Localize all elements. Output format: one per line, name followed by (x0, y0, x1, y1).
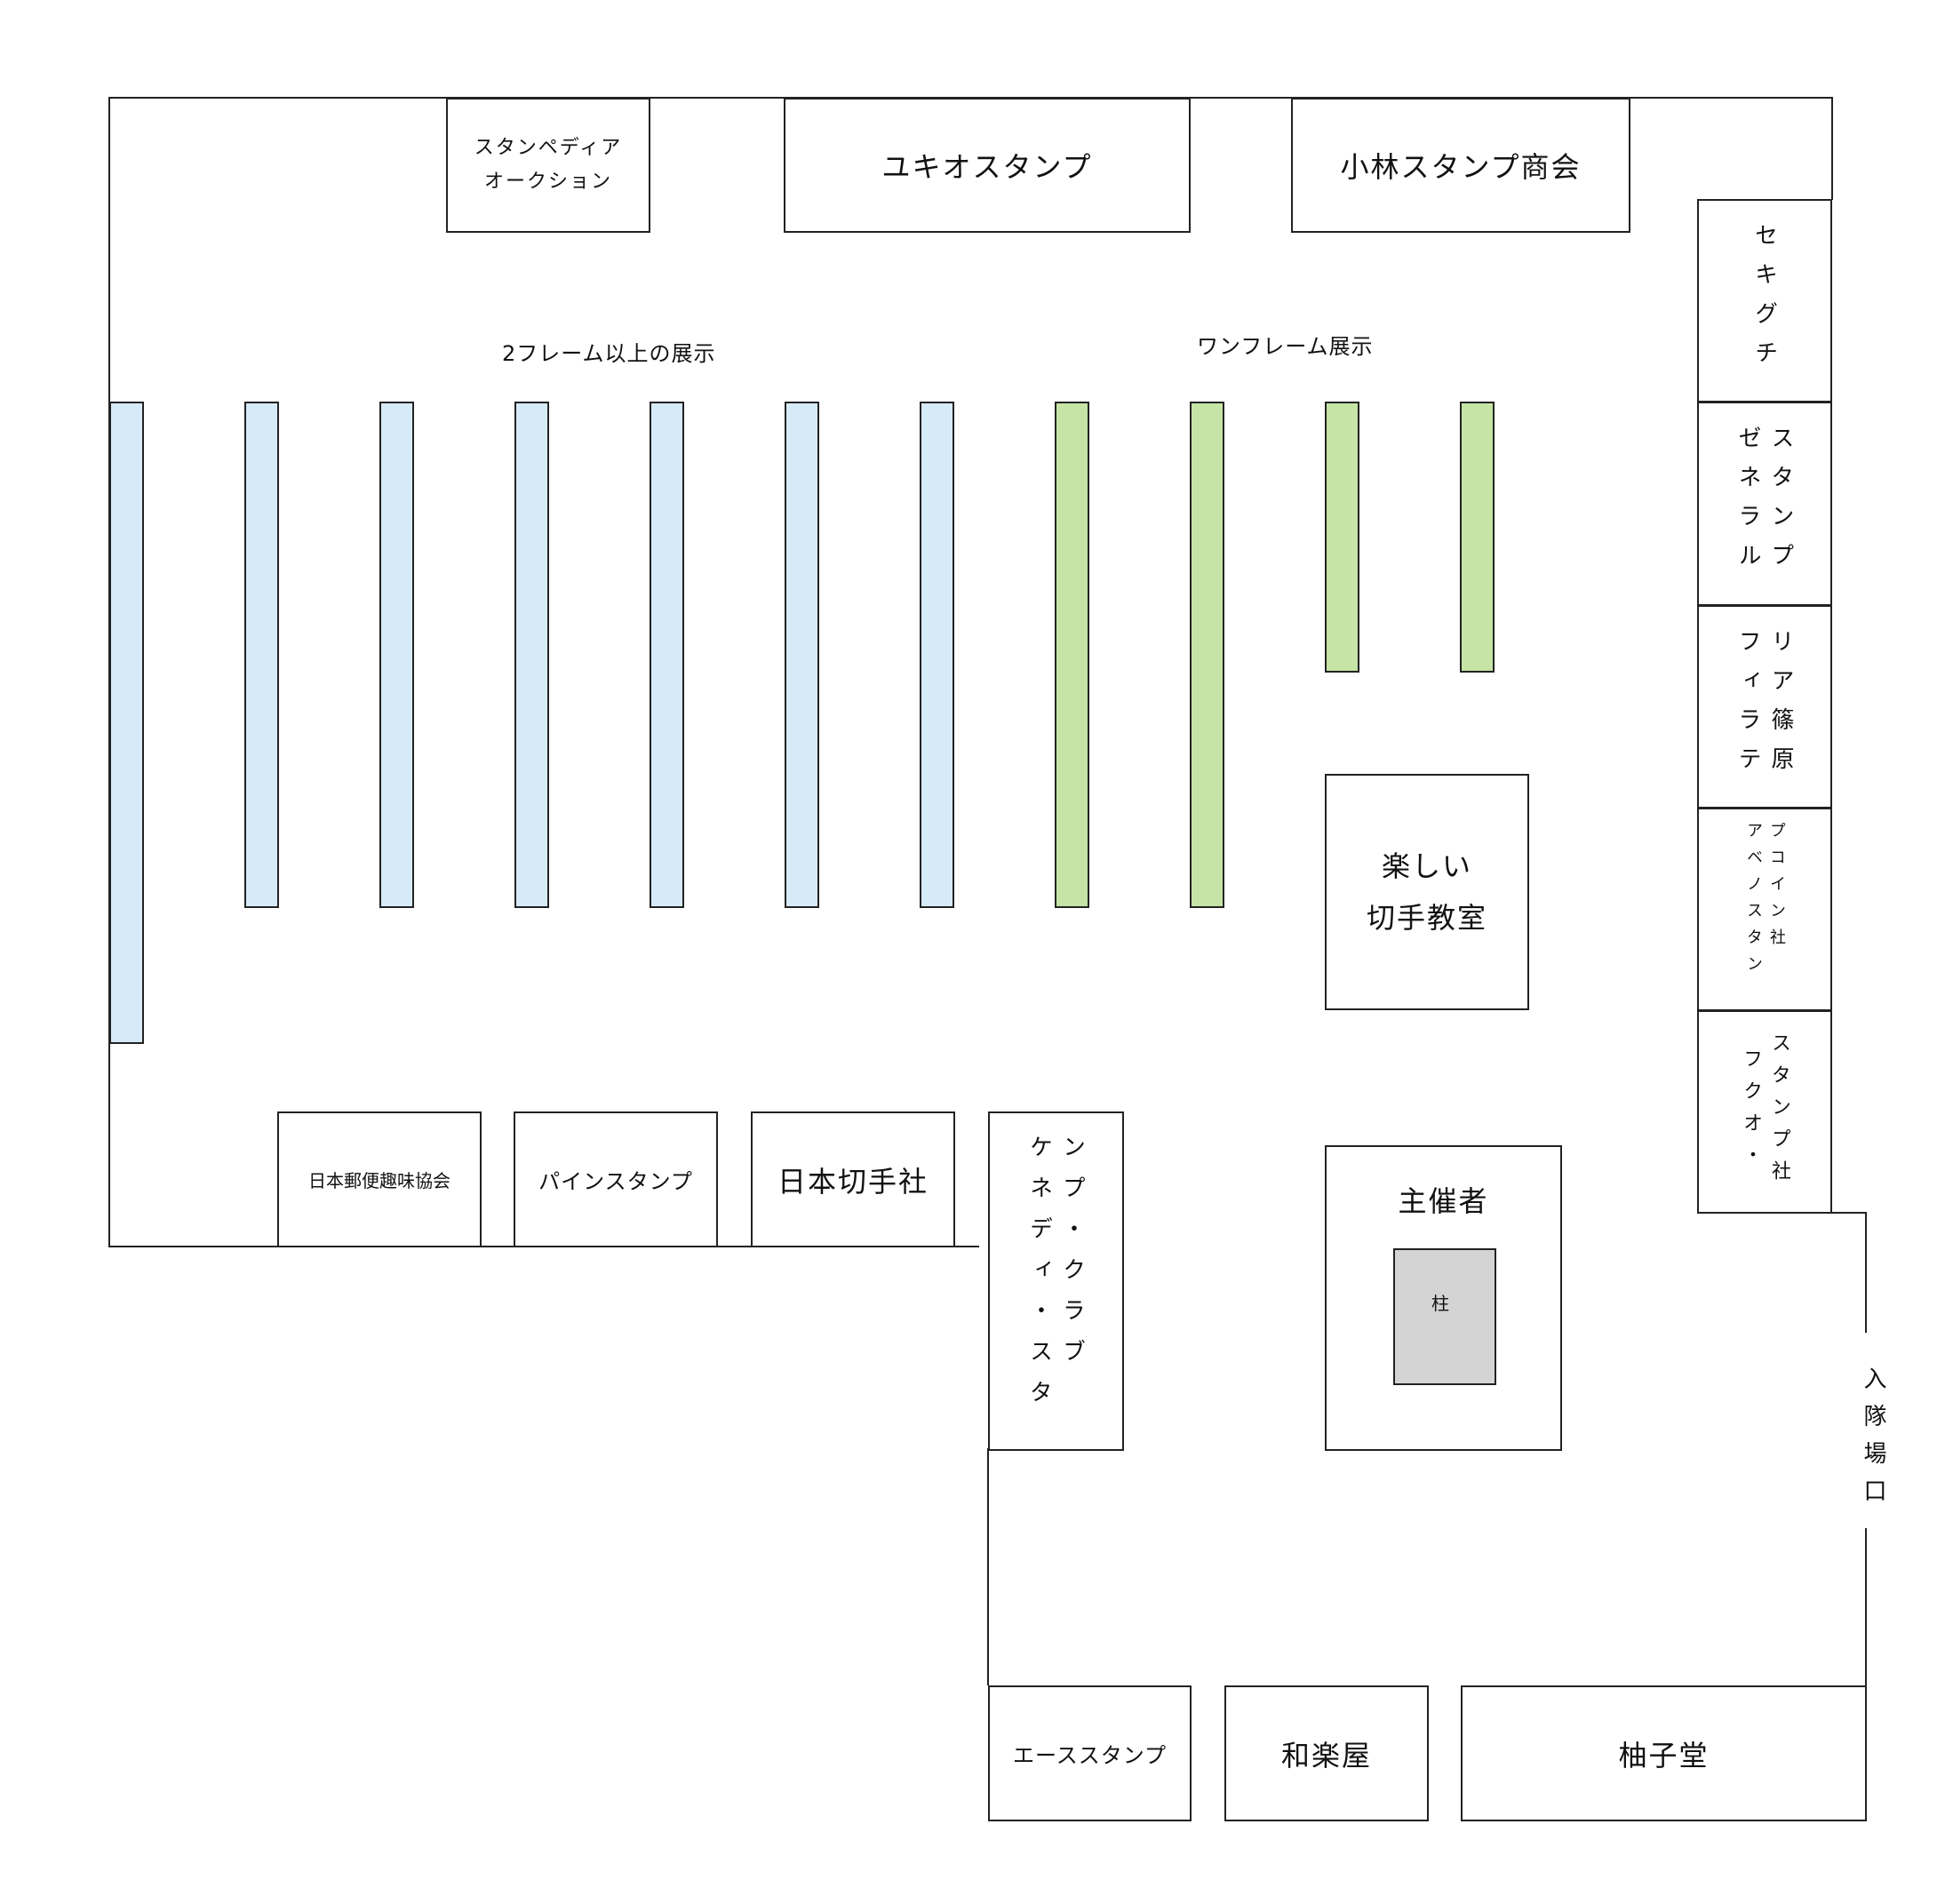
booth-wagakuya[interactable]: 和楽屋 (1224, 1685, 1429, 1821)
booth-kennedy-stamp-club[interactable]: ケネディ・スタ ンプ・クラブ (988, 1111, 1124, 1451)
booth-label: オークション (483, 171, 612, 193)
booth-label: スタンペディア (474, 137, 623, 159)
one-frame-panel (1460, 402, 1495, 673)
booth-label: アベノスタン (1744, 822, 1763, 982)
booth-label: パインスタンプ (538, 1169, 693, 1194)
booth-label: エーススタンプ (1012, 1743, 1168, 1768)
booth-philatelia[interactable]: フィラテ リア篠原 (1697, 605, 1832, 809)
booth-label: 柚子堂 (1618, 1738, 1710, 1773)
inner-wall (1832, 1212, 1867, 1333)
one-frame-panel (1055, 402, 1089, 908)
booth-pine-stamp[interactable]: パインスタンプ (514, 1111, 718, 1247)
booth-label: 日本郵便趣味協会 (308, 1170, 450, 1191)
booth-yuzudo[interactable]: 柚子堂 (1461, 1685, 1867, 1821)
one-frame-panel (1325, 402, 1359, 673)
booth-fukuo[interactable]: フクオ・ スタンプ社 (1697, 1010, 1832, 1214)
booth-abeno[interactable]: アベノスタン プコイン社 (1697, 808, 1832, 1011)
booth-yukio-stamp[interactable]: ユキオスタンプ (784, 98, 1191, 233)
one-frame-caption: ワンフレーム展示 (1197, 334, 1374, 359)
booth-nihon-kitte[interactable]: 日本切手社 (751, 1111, 955, 1247)
booth-ace-stamp[interactable]: エーススタンプ (988, 1685, 1192, 1821)
multi-frame-panel (920, 402, 954, 908)
booth-label: セキグチ (1750, 222, 1778, 379)
outer-wall (108, 97, 1833, 1247)
booth-label: スタンプ (1767, 426, 1794, 582)
booth-general-stamp[interactable]: ゼネラル スタンプ (1697, 402, 1832, 606)
multi-frame-caption: 2フレーム以上の展示 (502, 341, 716, 366)
pillar-label: 柱 (1431, 1293, 1451, 1314)
booth-label: ンプ・クラブ (1058, 1135, 1086, 1380)
multi-frame-panel (514, 402, 549, 908)
booth-stampedia-auction[interactable]: スタンペディア オークション (446, 98, 650, 233)
booth-label: ユキオスタンプ (881, 150, 1093, 184)
booth-label: 小林スタンプ商会 (1340, 150, 1582, 184)
booth-label: リア篠原 (1767, 628, 1794, 785)
multi-frame-panel (650, 402, 684, 908)
one-frame-panel (1190, 402, 1224, 908)
booth-stamp-class[interactable]: 楽しい 切手教室 (1325, 774, 1529, 1010)
booth-label: フィラテ (1734, 628, 1761, 785)
entrance-label: 入隊場口 (1860, 1366, 1886, 1516)
multi-frame-panel (785, 402, 819, 908)
booth-organizer[interactable]: 主催者 柱 (1325, 1145, 1562, 1451)
booth-label: 主催者 (1398, 1184, 1489, 1218)
booth-label: 楽しい (1381, 849, 1472, 883)
booth-label: フクオ・ (1740, 1048, 1762, 1176)
pillar: 柱 (1393, 1248, 1496, 1385)
booth-kobayashi[interactable]: 小林スタンプ商会 (1291, 98, 1630, 233)
booth-japan-philatelic-society[interactable]: 日本郵便趣味協会 (277, 1111, 482, 1247)
booth-label: 日本切手社 (777, 1164, 929, 1199)
booth-sekiguchi[interactable]: セキグチ (1697, 199, 1832, 402)
booth-label: スタンプ社 (1768, 1032, 1790, 1192)
booth-label: 切手教室 (1366, 901, 1487, 935)
booth-label: ゼネラル (1734, 426, 1761, 582)
booth-label: プコイン社 (1767, 822, 1786, 955)
multi-frame-panel (379, 402, 414, 908)
multi-frame-panel (244, 402, 279, 908)
multi-frame-panel (109, 402, 144, 1044)
booth-label: ケネディ・スタ (1025, 1135, 1053, 1421)
booth-label: 和楽屋 (1280, 1738, 1372, 1773)
